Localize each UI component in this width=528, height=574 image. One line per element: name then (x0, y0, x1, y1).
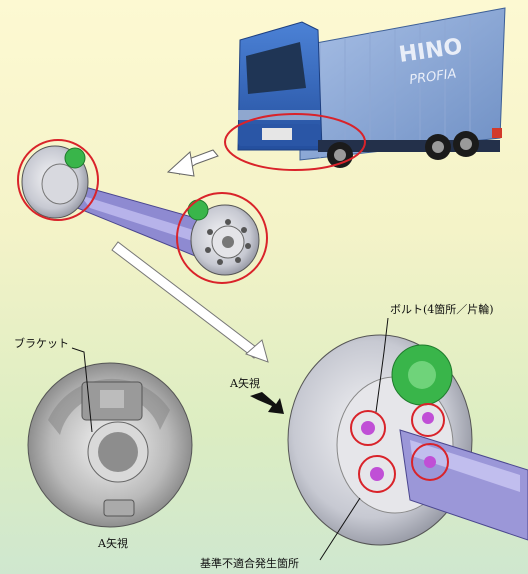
view-a-photo-label: A矢視 (98, 537, 128, 550)
defect-location-label: 基準不適合発生箇所 (200, 557, 299, 570)
arrow-icon (111, 241, 269, 363)
truck-axle-highlight-ring (224, 113, 366, 171)
leader-line-icon (71, 347, 93, 433)
leader-line-icon (319, 317, 389, 561)
bolt-highlight-rings (350, 403, 449, 493)
front-axle-illustration (21, 145, 260, 276)
arrow-icon (166, 149, 219, 177)
truck-model-text: PROFIA (408, 67, 457, 88)
right-wheel-highlight-ring (176, 192, 268, 284)
truck-illustration (237, 7, 506, 168)
bracket-label: ブラケット (14, 337, 69, 350)
brake-assembly-photo (27, 362, 193, 528)
view-a-arrow-label: A矢視 (230, 377, 260, 390)
arrow-icon (250, 392, 284, 414)
detail-view-illustration (287, 334, 528, 546)
bolt-label: ボルト(4箇所／片輪) (390, 303, 494, 316)
left-wheel-highlight-ring (17, 139, 99, 221)
